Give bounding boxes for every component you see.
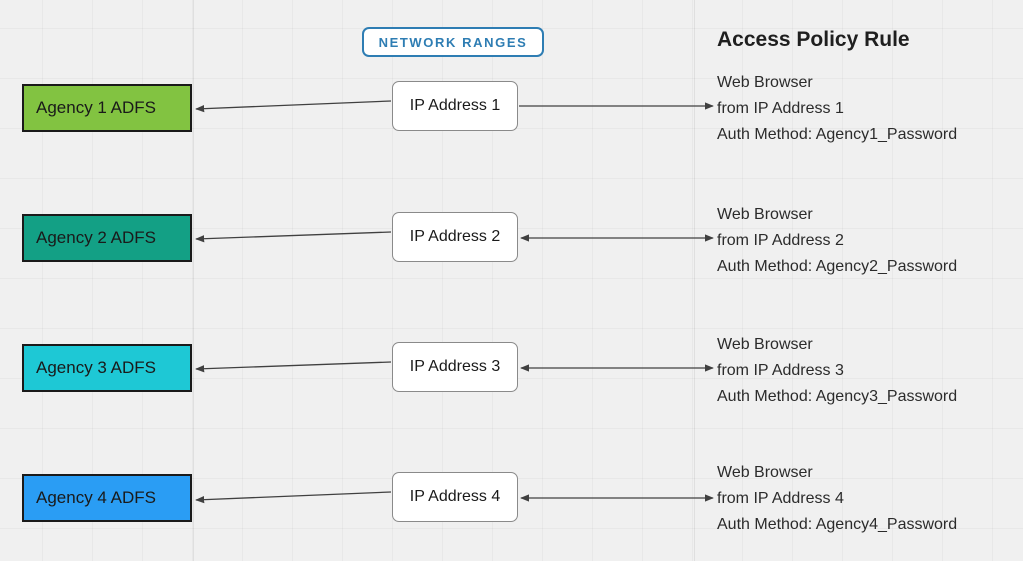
policy-block-2: Web Browser from IP Address 2 Auth Metho… (717, 202, 1017, 280)
ip-address-box-1-label: IP Address 1 (409, 97, 501, 114)
policy-block-4-line-3: Auth Method: Agency4_Password (717, 516, 958, 533)
connector-row-1-agency-to-ip (195, 100, 392, 113)
policy-block-1-line-3: Auth Method: Agency1_Password (717, 126, 958, 143)
policy-block-1: Web Browser from IP Address 1 Auth Metho… (717, 70, 1017, 148)
policy-block-1-line-1: Web Browser (717, 74, 813, 91)
grid-column-separator-right (694, 0, 695, 561)
policy-block-4: Web Browser from IP Address 4 Auth Metho… (717, 460, 1017, 538)
agency-box-4[interactable]: Agency 4 ADFS (22, 474, 192, 522)
policy-block-3-line-1: Web Browser (717, 336, 813, 353)
agency-box-3[interactable]: Agency 3 ADFS (22, 344, 192, 392)
agency-box-1-label: Agency 1 ADFS (36, 98, 157, 117)
policy-block-3-line-2: from IP Address 3 (717, 362, 844, 379)
policy-block-2-line-3: Auth Method: Agency2_Password (717, 258, 958, 275)
network-ranges-badge[interactable]: NETWORK RANGES (362, 27, 544, 57)
ip-address-box-4-label: IP Address 4 (409, 488, 501, 505)
ip-address-box-4[interactable]: IP Address 4 (392, 472, 518, 522)
ip-address-box-2[interactable]: IP Address 2 (392, 212, 518, 262)
ip-address-box-2-label: IP Address 2 (409, 228, 501, 245)
policy-block-3: Web Browser from IP Address 3 Auth Metho… (717, 332, 1017, 410)
connector-row-3-agency-to-ip (195, 361, 392, 373)
agency-box-4-label: Agency 4 ADFS (36, 488, 157, 507)
policy-block-1-line-2: from IP Address 1 (717, 100, 844, 117)
network-ranges-badge-label: NETWORK RANGES (378, 34, 528, 50)
policy-block-4-line-1: Web Browser (717, 464, 813, 481)
connector-row-4-agency-to-ip (195, 491, 392, 504)
grid-column-separator-left (193, 0, 194, 561)
connector-row-2-agency-to-ip (195, 231, 392, 243)
policy-block-2-line-1: Web Browser (717, 206, 813, 223)
policy-block-4-line-2: from IP Address 4 (717, 490, 844, 507)
ip-address-box-3[interactable]: IP Address 3 (392, 342, 518, 392)
policy-block-2-line-2: from IP Address 2 (717, 232, 844, 249)
access-policy-rule-heading: Access Policy Rule (717, 28, 910, 51)
agency-box-2[interactable]: Agency 2 ADFS (22, 214, 192, 262)
agency-box-3-label: Agency 3 ADFS (36, 358, 157, 377)
agency-box-2-label: Agency 2 ADFS (36, 228, 157, 247)
ip-address-box-3-label: IP Address 3 (409, 358, 501, 375)
agency-box-1[interactable]: Agency 1 ADFS (22, 84, 192, 132)
policy-block-3-line-3: Auth Method: Agency3_Password (717, 388, 958, 405)
ip-address-box-1[interactable]: IP Address 1 (392, 81, 518, 131)
